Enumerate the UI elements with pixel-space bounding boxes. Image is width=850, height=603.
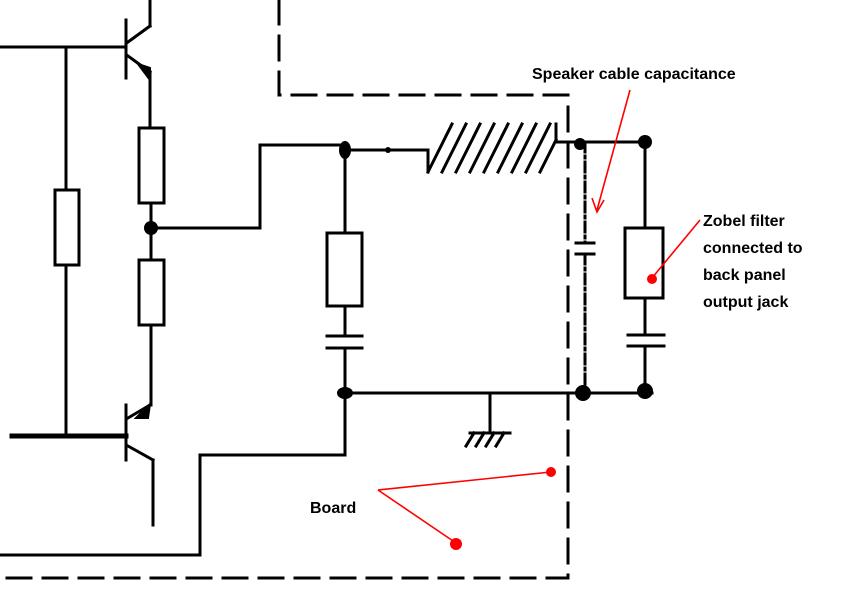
- board-boundary: [0, 0, 570, 580]
- emitter-resistors: [137, 126, 166, 407]
- zobel-label-line4: output jack: [703, 294, 788, 311]
- board-label: Board: [310, 500, 356, 517]
- board-marker-dot-bottom: [450, 538, 462, 550]
- board-marker-dot-top: [546, 467, 556, 477]
- output-wire: [149, 143, 430, 230]
- ground-rail: [343, 391, 654, 449]
- annotations: [377, 89, 701, 544]
- board-zobel-branch: [0, 148, 364, 557]
- cable-capacitance: [574, 140, 596, 395]
- bottom-transistor: [9, 401, 156, 527]
- junction-dots: [144, 135, 653, 401]
- speaker-cable-label: Speaker cable capacitance: [532, 66, 736, 83]
- top-transistor: [124, 0, 153, 130]
- zobel-marker-dot: [647, 274, 657, 284]
- zobel-label-line1: Zobel filter: [703, 213, 785, 230]
- jack-zobel-filter: [623, 140, 666, 395]
- zobel-label-line2: connected to: [703, 240, 803, 257]
- bias-resistor-branch: [0, 45, 127, 438]
- zobel-label-line3: back panel: [703, 267, 786, 284]
- output-inductor: [425, 121, 647, 175]
